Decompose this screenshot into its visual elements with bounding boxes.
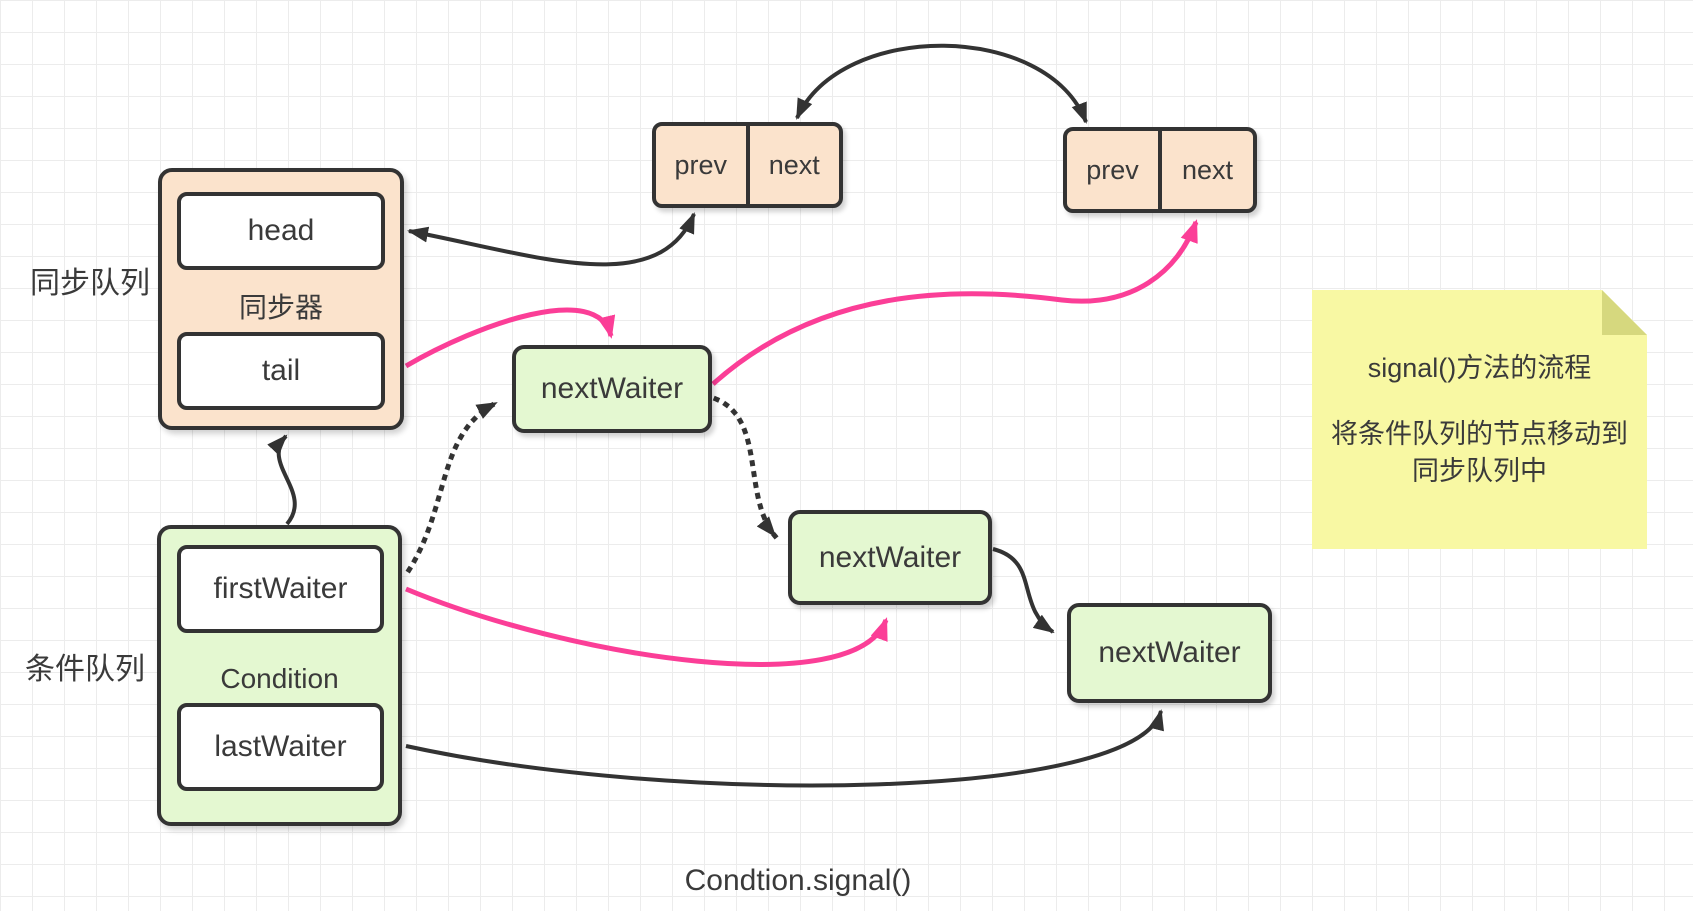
note-body-line2: 同步队列中 <box>1412 455 1547 486</box>
edge-nextwaiter1-to-nextwaiter2-dotted <box>712 395 779 540</box>
condition-container-title: Condition <box>220 663 339 694</box>
nextwaiter-node-1: nextWaiter <box>512 345 712 433</box>
nextwaiter-node-2: nextWaiter <box>788 510 992 605</box>
tail-field: tail <box>177 332 385 410</box>
sync-node-2-prev-cell: prev <box>1086 154 1139 185</box>
edge-firstwaiter-to-nextwaiter1-dotted <box>405 399 500 574</box>
sync-node-1-next-cell: next <box>745 126 840 204</box>
edge-nextwaiter2-to-nextwaiter3 <box>992 547 1055 634</box>
sync-container-title: 同步器 <box>238 292 323 323</box>
edge-nextwaiter1-to-box2-next-pink <box>711 219 1199 386</box>
head-field: head <box>177 192 385 270</box>
lastwaiter-field: lastWaiter <box>177 703 384 791</box>
condition-container: firstWaiter Condition lastWaiter <box>157 525 402 826</box>
sync-node-1: prev next <box>652 122 843 208</box>
edge-lastwaiter-to-nextwaiter3 <box>405 709 1164 788</box>
edge-head-box1-doubly-linked <box>407 212 696 267</box>
edge-condition-to-sync-container <box>267 434 297 526</box>
sync-container: head 同步器 tail <box>158 168 404 430</box>
note-body-line1: 将条件队列的节点移动到 <box>1331 419 1628 450</box>
sync-node-1-prev-cell: prev <box>674 149 728 180</box>
nextwaiter-node-3: nextWaiter <box>1067 603 1272 703</box>
note-title: signal()方法的流程 <box>1367 352 1592 383</box>
sync-node-2: prev next <box>1063 127 1257 213</box>
firstwaiter-field: firstWaiter <box>177 545 384 633</box>
condition-queue-label: 条件队列 <box>25 653 145 686</box>
sync-node-2-next-cell: next <box>1158 131 1253 209</box>
diagram-caption: Condtion.signal() <box>684 864 912 897</box>
note-folded-corner <box>1602 290 1647 335</box>
sync-queue-label: 同步队列 <box>30 267 150 300</box>
sticky-note: signal()方法的流程 将条件队列的节点移动到 同步队列中 <box>1312 290 1647 549</box>
edge-box1-box2-doubly-linked <box>795 43 1088 124</box>
